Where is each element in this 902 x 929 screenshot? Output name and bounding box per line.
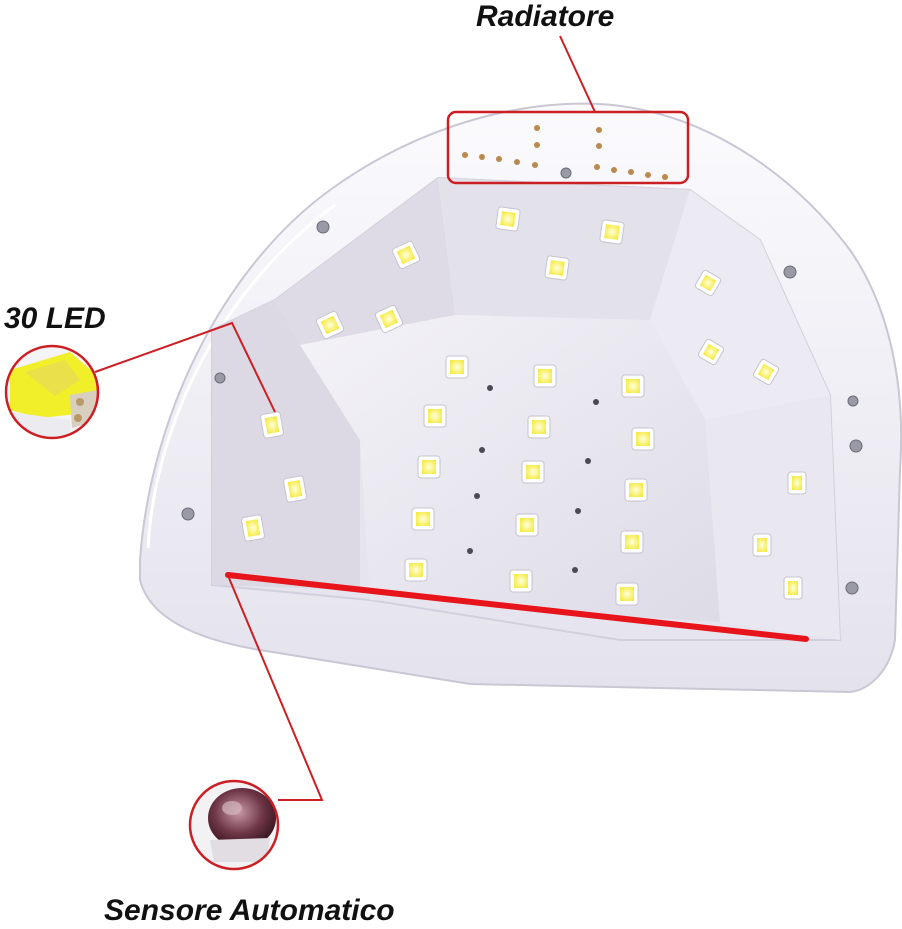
led (787, 471, 807, 495)
led (515, 513, 539, 537)
led (404, 558, 428, 582)
led (599, 219, 625, 245)
led (509, 569, 533, 593)
led-count-label: 30 LED (4, 302, 106, 335)
led (527, 415, 551, 439)
led (411, 507, 435, 531)
led (752, 358, 780, 386)
led (752, 533, 772, 557)
radiator-vent-holes (462, 125, 668, 180)
sensor-label: Sensore Automatico (104, 894, 395, 927)
led (697, 338, 725, 366)
led (694, 269, 722, 297)
led-closeup-icon (4, 344, 100, 440)
led (315, 310, 345, 340)
led (374, 304, 404, 334)
led (620, 530, 644, 554)
led (624, 478, 648, 502)
led (391, 240, 421, 270)
led (495, 206, 521, 232)
led (445, 355, 469, 379)
sensor-closeup-icon (188, 779, 280, 871)
led (533, 364, 557, 388)
radiator-label: Radiatore (476, 0, 615, 33)
led (621, 374, 645, 398)
led (544, 255, 570, 281)
led (631, 427, 655, 451)
led (521, 460, 545, 484)
led-array (241, 206, 807, 606)
led (423, 404, 447, 428)
sensor-strip (225, 572, 809, 642)
led (241, 514, 265, 542)
led-callout-line (94, 321, 276, 413)
sensor-callout-line (228, 577, 324, 801)
led (417, 455, 441, 479)
led (283, 475, 307, 503)
led (615, 582, 639, 606)
screw-icons (181, 167, 863, 595)
led (783, 576, 803, 600)
led (260, 411, 284, 439)
radiator-callout-box (446, 110, 690, 185)
radiator-callout-line (559, 35, 596, 113)
floor-vent-holes (467, 385, 599, 573)
